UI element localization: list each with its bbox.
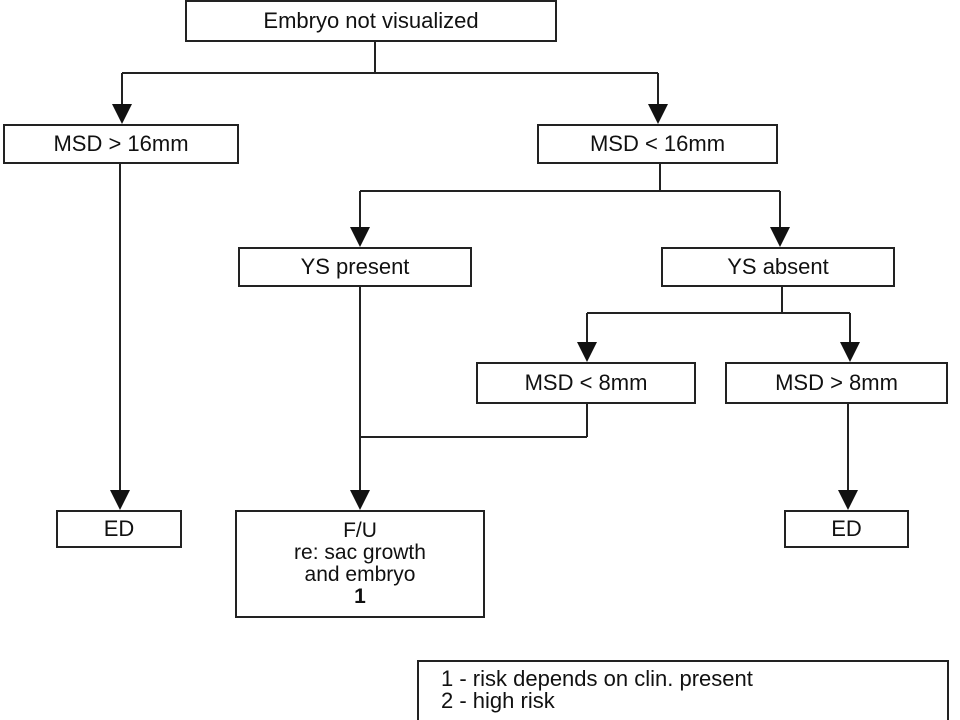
node-label: MSD < 8mm [524,370,648,396]
node-msd-less-16: MSD < 16mm [537,124,778,164]
node-msd-greater-8: MSD > 8mm [725,362,948,404]
node-label: ED [103,516,135,542]
node-follow-up: F/U re: sac growth and embryo 1 [235,510,485,618]
node-label-line1: F/U [343,518,377,542]
node-label: MSD < 16mm [589,131,726,157]
node-ys-present: YS present [238,247,472,287]
node-ed-right: ED [784,510,909,548]
node-label-line4: 1 [354,585,366,609]
node-label: YS absent [727,254,829,280]
node-label: ED [831,516,862,542]
legend-item-1: 1 - risk depends on clin. present [441,666,753,691]
node-label: MSD > 16mm [53,131,189,157]
node-msd-greater-16: MSD > 16mm [3,124,239,164]
node-embryo-not-visualized: Embryo not visualized [185,0,557,42]
node-msd-less-8: MSD < 8mm [476,362,696,404]
node-label-line2: re: sac growth [294,540,426,564]
legend-box: 1 - risk depends on clin. present 2 - hi… [417,660,949,720]
legend-item-2: 2 - high risk [441,688,555,713]
node-label-line3: and embryo [304,563,416,586]
node-label: Embryo not visualized [263,8,479,34]
node-label: MSD > 8mm [775,370,898,396]
node-label: YS present [300,254,410,280]
node-ys-absent: YS absent [661,247,895,287]
node-ed-left: ED [56,510,182,548]
arrowheads [110,104,860,510]
